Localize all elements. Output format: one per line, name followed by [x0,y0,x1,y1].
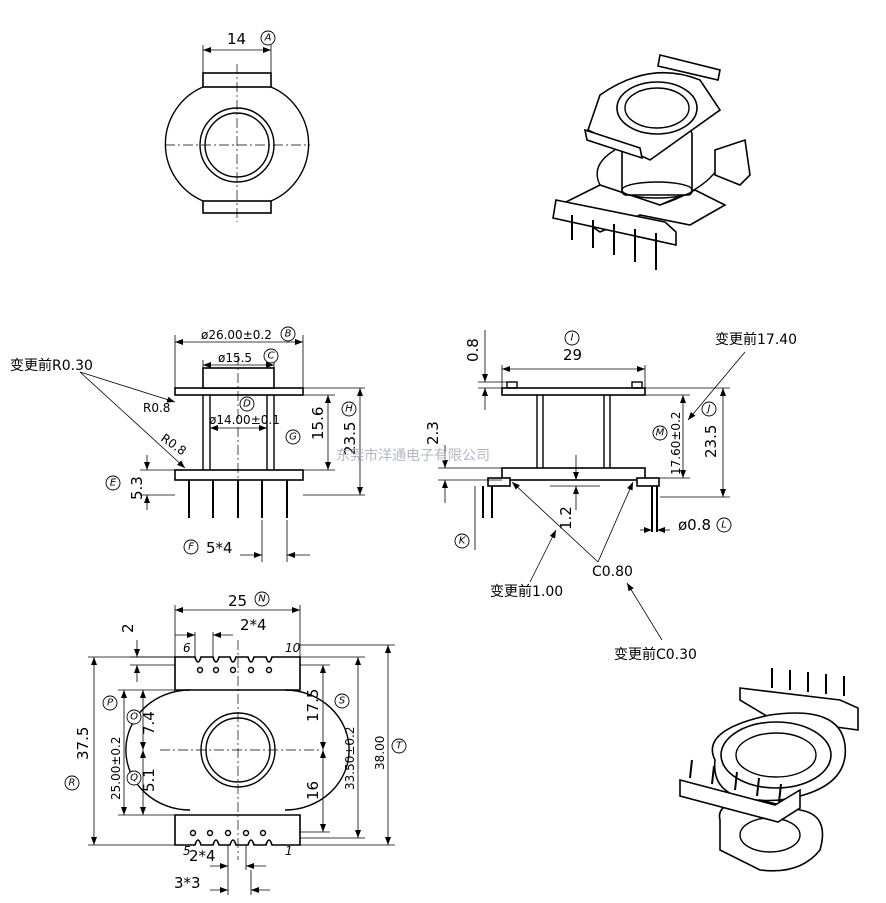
tag-k: K [454,533,470,549]
dim-side-pin-dia: ø0.8 [678,516,711,534]
watermark: 东莞市洋通电子有限公司 [336,447,490,464]
svg-text:A: A [264,33,272,44]
svg-text:K: K [459,536,467,547]
top-view: 14 A [164,30,310,222]
radius-label-1: R0.8 [143,401,170,415]
dim-bottom-2: 2 [119,623,137,633]
pin-label-1: 1 [285,844,293,858]
dim-front-inner: ø14.00±0.1 [209,413,280,427]
tag-n: N [254,591,270,607]
dim-top-width: 14 [227,30,246,48]
tag-p: P [102,695,118,711]
tag-j: J [701,401,717,417]
front-view: ø26.00±0.2 B ø15.5 C ø14.00±0.1 D R0.8 R… [10,326,365,562]
tag-q: Q [126,770,142,786]
note-17-40: 变更前17.40 [715,331,797,348]
tag-m: M [652,425,668,441]
svg-text:R: R [69,778,76,789]
tag-s: S [334,693,350,709]
svg-text:L: L [721,520,727,531]
dim-bottom-5-1: 5.1 [140,768,158,792]
dim-bottom-3x3: 3*3 [174,874,201,892]
tag-g: G [285,429,301,445]
dim-front-base: 5.3 [128,476,146,500]
svg-text:D: D [243,399,251,410]
chamfer-label: C0.80 [592,564,633,580]
tag-r: R [64,775,80,791]
dim-bottom-7-4: 7.4 [140,711,158,735]
dim-bottom-25-00: 25.00±0.2 [109,737,123,801]
pin-label-6: 6 [183,641,191,655]
svg-text:F: F [188,542,194,553]
svg-text:I: I [571,333,574,344]
tag-f: F [183,539,199,555]
tag-i: I [564,330,580,346]
dim-bottom-37-5: 37.5 [74,727,92,760]
dim-bottom-38-00: 38.00 [373,736,387,770]
svg-text:J: J [706,404,711,415]
isometric-view-top [552,54,751,270]
tag-e: E [105,475,121,491]
dim-side-2-3: 2.3 [424,421,442,445]
svg-text:Q: Q [130,773,138,784]
tag-c: C [263,348,279,364]
svg-text:M: M [656,428,665,439]
bottom-view: 6 10 5 1 25 N 2*4 2 37.5 R 25.00±0.2 P 7… [64,591,407,895]
svg-text:G: G [289,432,297,443]
dim-side-23-5: 23.5 [702,425,720,458]
pin-label-5: 5 [183,844,191,858]
svg-text:B: B [285,329,292,340]
side-view: 29 I 0.8 2.3 17.60±0.2 M 23.5 J 变更前17.40… [424,330,797,663]
tag-o: O [126,709,142,725]
note-radius: 变更前R0.30 [10,357,93,374]
svg-text:H: H [345,404,353,415]
dim-side-top-flange: 0.8 [464,338,482,362]
dim-front-height-total: 23.5 [341,422,359,455]
svg-text:S: S [339,696,346,707]
tag-d: D [239,396,255,412]
dim-front-pitch: 5*4 [206,539,233,557]
tag-h: H [341,401,357,417]
dim-bottom-2x4-top: 2*4 [240,616,267,634]
svg-text:T: T [396,741,403,752]
dim-front-height-body: 15.6 [309,407,327,440]
dim-side-width: 29 [563,346,582,364]
note-c0-30: 变更前C0.30 [614,646,697,663]
dim-bottom-16: 16 [304,781,322,800]
pin-label-10: 10 [285,641,301,655]
tag-b: B [280,326,296,342]
svg-text:N: N [258,594,266,605]
dim-front-mid: ø15.5 [218,351,252,365]
svg-text:P: P [107,698,114,709]
tag-t: T [391,738,407,754]
svg-text:E: E [110,478,117,489]
radius-label-2: R0.8 [158,431,188,458]
dim-side-1-2: 1.2 [557,506,575,530]
dim-front-outer: ø26.00±0.2 [201,328,272,342]
isometric-view-bottom [679,668,859,872]
dim-bottom-25: 25 [228,592,247,610]
dim-side-17-60: 17.60±0.2 [669,412,683,476]
tag-a: A [260,30,276,46]
note-1-00: 变更前1.00 [490,583,563,600]
dim-bottom-33-50: 33.50±0.2 [343,727,357,791]
dim-bottom-2x4-bottom: 2*4 [189,847,216,865]
svg-text:C: C [268,351,275,362]
svg-text:O: O [130,712,138,723]
dim-bottom-17-5: 17.5 [304,689,322,722]
tag-l: L [716,517,732,533]
